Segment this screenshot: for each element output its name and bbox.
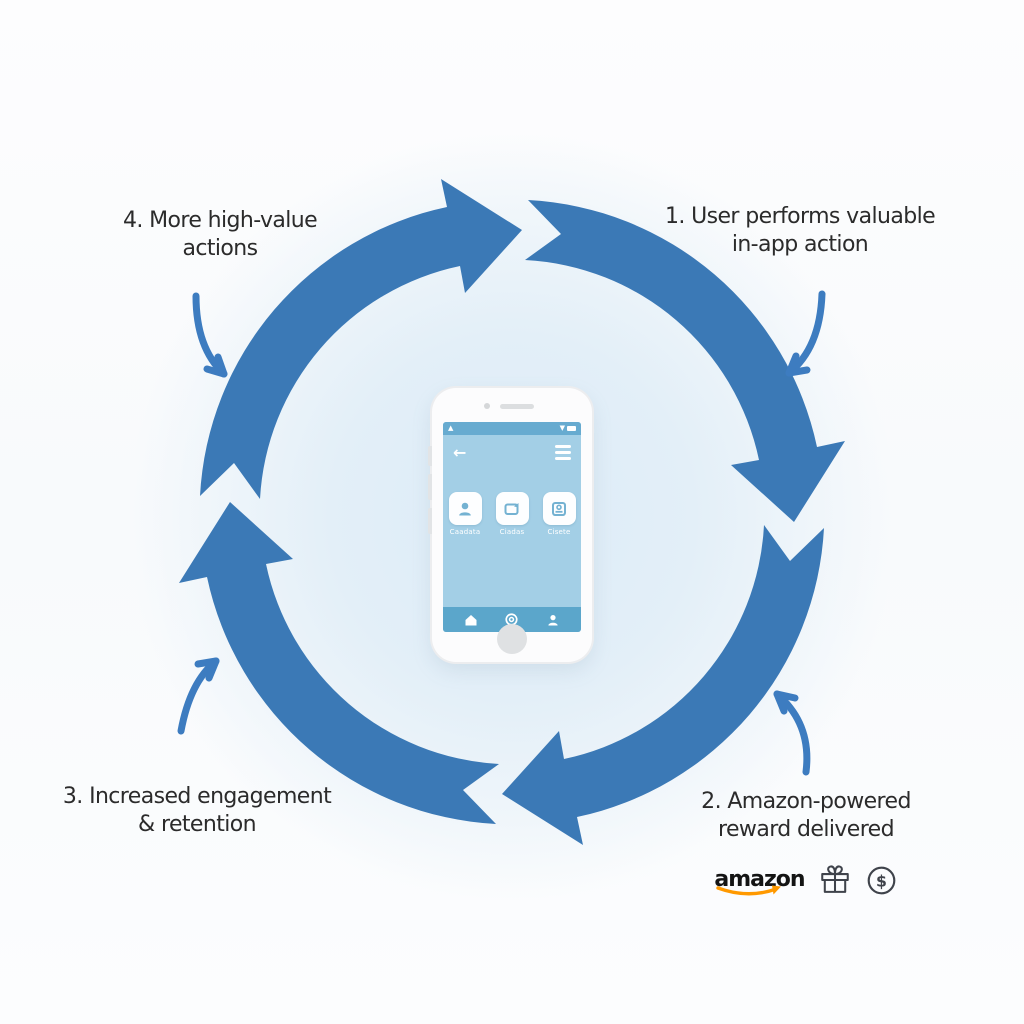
step-1-line-1: 1. User performs valuable — [664, 204, 936, 229]
step-2-line-2: reward delivered — [718, 817, 895, 842]
amazon-logo: amazon — [714, 867, 806, 896]
dollar-coin-icon: $ — [867, 866, 895, 894]
pointer-arrow-step3-icon — [177, 657, 220, 735]
cycle-arc-bottom-to-left — [179, 502, 499, 824]
phone-speaker-slot — [500, 404, 534, 409]
step-label-4: 4. More high-value actions — [60, 207, 380, 263]
hamburger-menu-icon — [555, 442, 571, 463]
step-2-line-1: 2. Amazon-powered — [701, 789, 911, 814]
step-label-3: 3. Increased engagement & retention — [36, 783, 358, 839]
phone-home-button — [497, 624, 527, 654]
battery-icon — [567, 426, 576, 431]
phone-side-button — [428, 508, 432, 534]
reward-icons-row: amazon $ — [646, 858, 966, 902]
phone-side-button — [428, 446, 432, 466]
step-4-line-2: actions — [182, 236, 259, 261]
dollar-symbol: $ — [876, 871, 887, 890]
phone-app-bar: ← — [443, 435, 581, 469]
step-3-line-2: & retention — [138, 812, 257, 837]
back-arrow-icon: ← — [453, 442, 467, 462]
app-tile-3: Cisete — [540, 492, 578, 536]
pointer-arrow-step1-icon — [785, 290, 826, 377]
amazon-wordmark: amazon — [714, 867, 805, 892]
cycle-arc-top-to-right — [525, 200, 845, 522]
person-icon — [548, 614, 558, 625]
app-tile-1-label: Caadata — [449, 528, 481, 536]
step-label-1: 1. User performs valuable in-app action — [628, 203, 972, 259]
app-tile-2-label: Ciadas — [499, 528, 525, 536]
notification-icon: ▲ — [448, 424, 454, 432]
pointer-arrow-step2-icon — [773, 690, 811, 776]
person-icon — [448, 492, 482, 525]
app-icon-grid: Caadata Ciadas — [443, 492, 581, 536]
home-icon — [465, 614, 477, 625]
card-icon — [542, 492, 576, 525]
app-tile-3-label: Cisete — [547, 528, 571, 536]
app-tile-2: Ciadas — [493, 492, 531, 536]
amazon-smile-icon — [716, 885, 782, 896]
phone-side-button — [428, 474, 432, 500]
step-4-line-1: 4. More high-value — [122, 208, 318, 233]
screen-share-icon — [495, 492, 529, 525]
cycle-arc-right-to-bottom — [502, 525, 824, 845]
step-3-line-1: 3. Increased engagement — [62, 784, 332, 809]
app-tile-1: Caadata — [446, 492, 484, 536]
step-label-2: 2. Amazon-powered reward delivered — [646, 788, 966, 844]
phone-status-bar: ▲ ▼ — [443, 422, 581, 435]
phone-screen: ▲ ▼ ← — [443, 422, 581, 632]
step-1-line-2: in-app action — [731, 232, 869, 257]
pointer-arrow-step4-icon — [192, 292, 228, 378]
phone-camera-dot — [484, 403, 490, 409]
gift-icon — [820, 865, 849, 893]
cycle-arc-left-to-top — [200, 179, 522, 499]
signal-icon: ▼ — [559, 424, 565, 432]
phone-mockup: ▲ ▼ ← — [428, 388, 592, 662]
